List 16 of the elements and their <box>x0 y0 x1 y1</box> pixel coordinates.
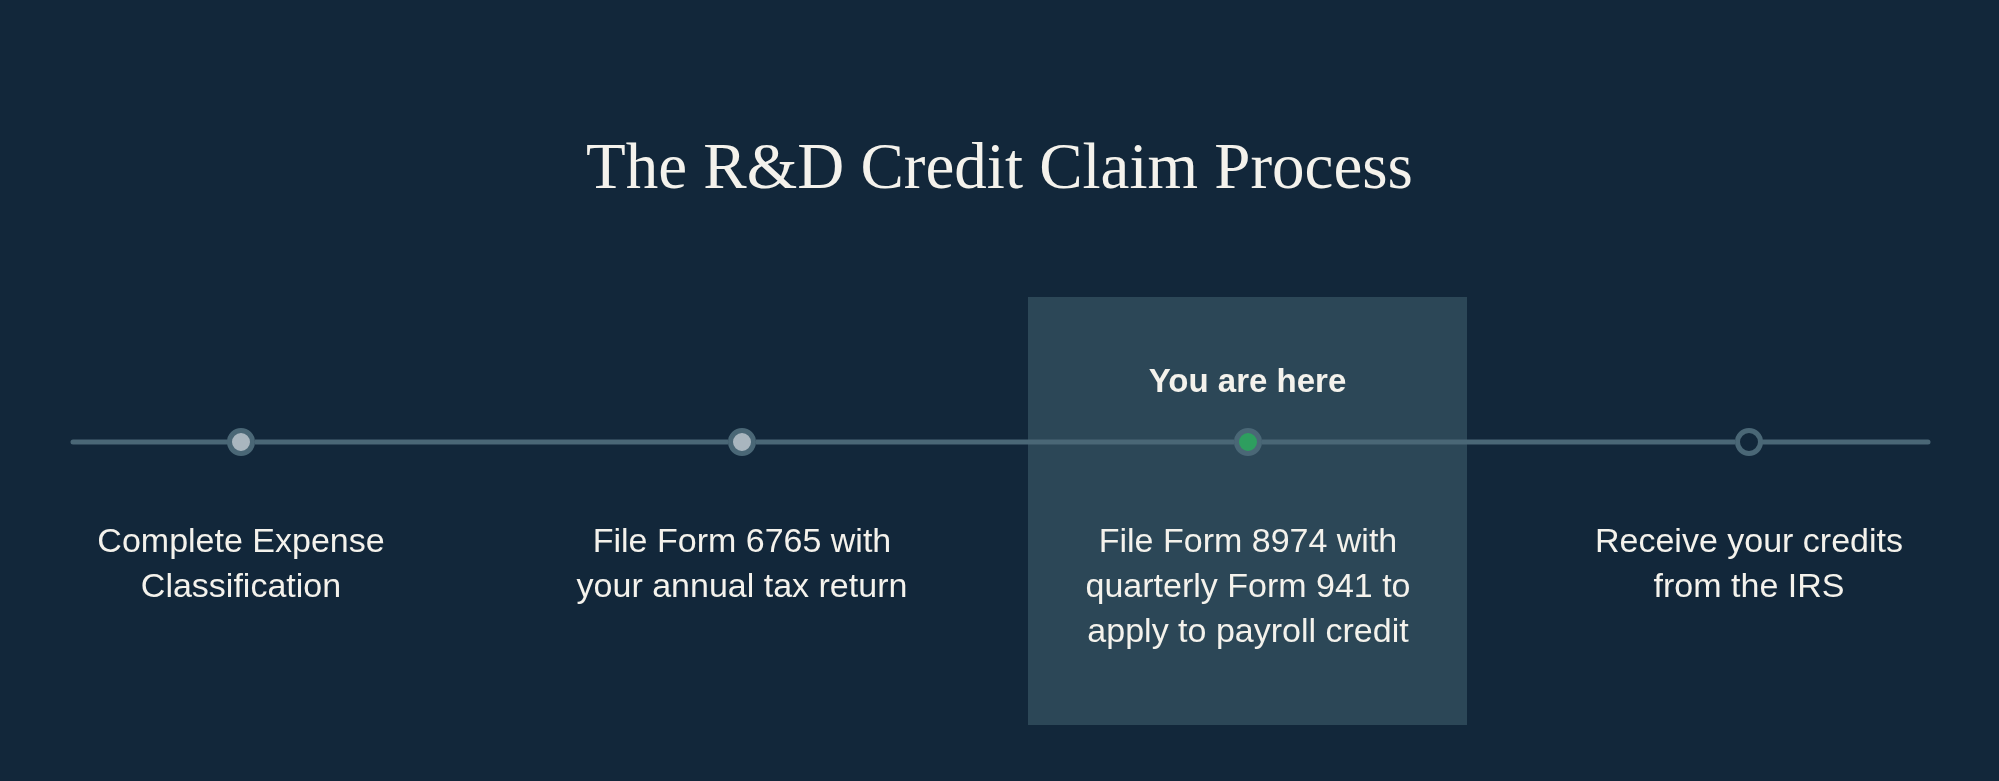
milestone-dot <box>227 428 255 456</box>
timeline-line <box>1262 439 1735 445</box>
timeline-line <box>756 439 1234 445</box>
step-caption: File Form 6765 with your annual tax return <box>575 520 909 606</box>
timeline-line <box>255 439 728 445</box>
step-caption: Receive your credits from the IRS <box>1594 520 1904 606</box>
step-caption: Complete Expense Classification <box>96 520 386 606</box>
highlight-panel <box>1028 297 1467 725</box>
milestone-dot <box>728 428 756 456</box>
step-caption: File Form 8974 with quarterly Form 941 to apply to payroll credit <box>1084 520 1412 651</box>
timeline-line <box>1760 439 1931 445</box>
page-title: The R&D Credit Claim Process <box>586 129 1413 204</box>
milestone-dot <box>1234 428 1262 456</box>
milestone-dot <box>1735 428 1763 456</box>
timeline-line <box>70 439 230 445</box>
panel-heading: You are here <box>1148 362 1347 400</box>
